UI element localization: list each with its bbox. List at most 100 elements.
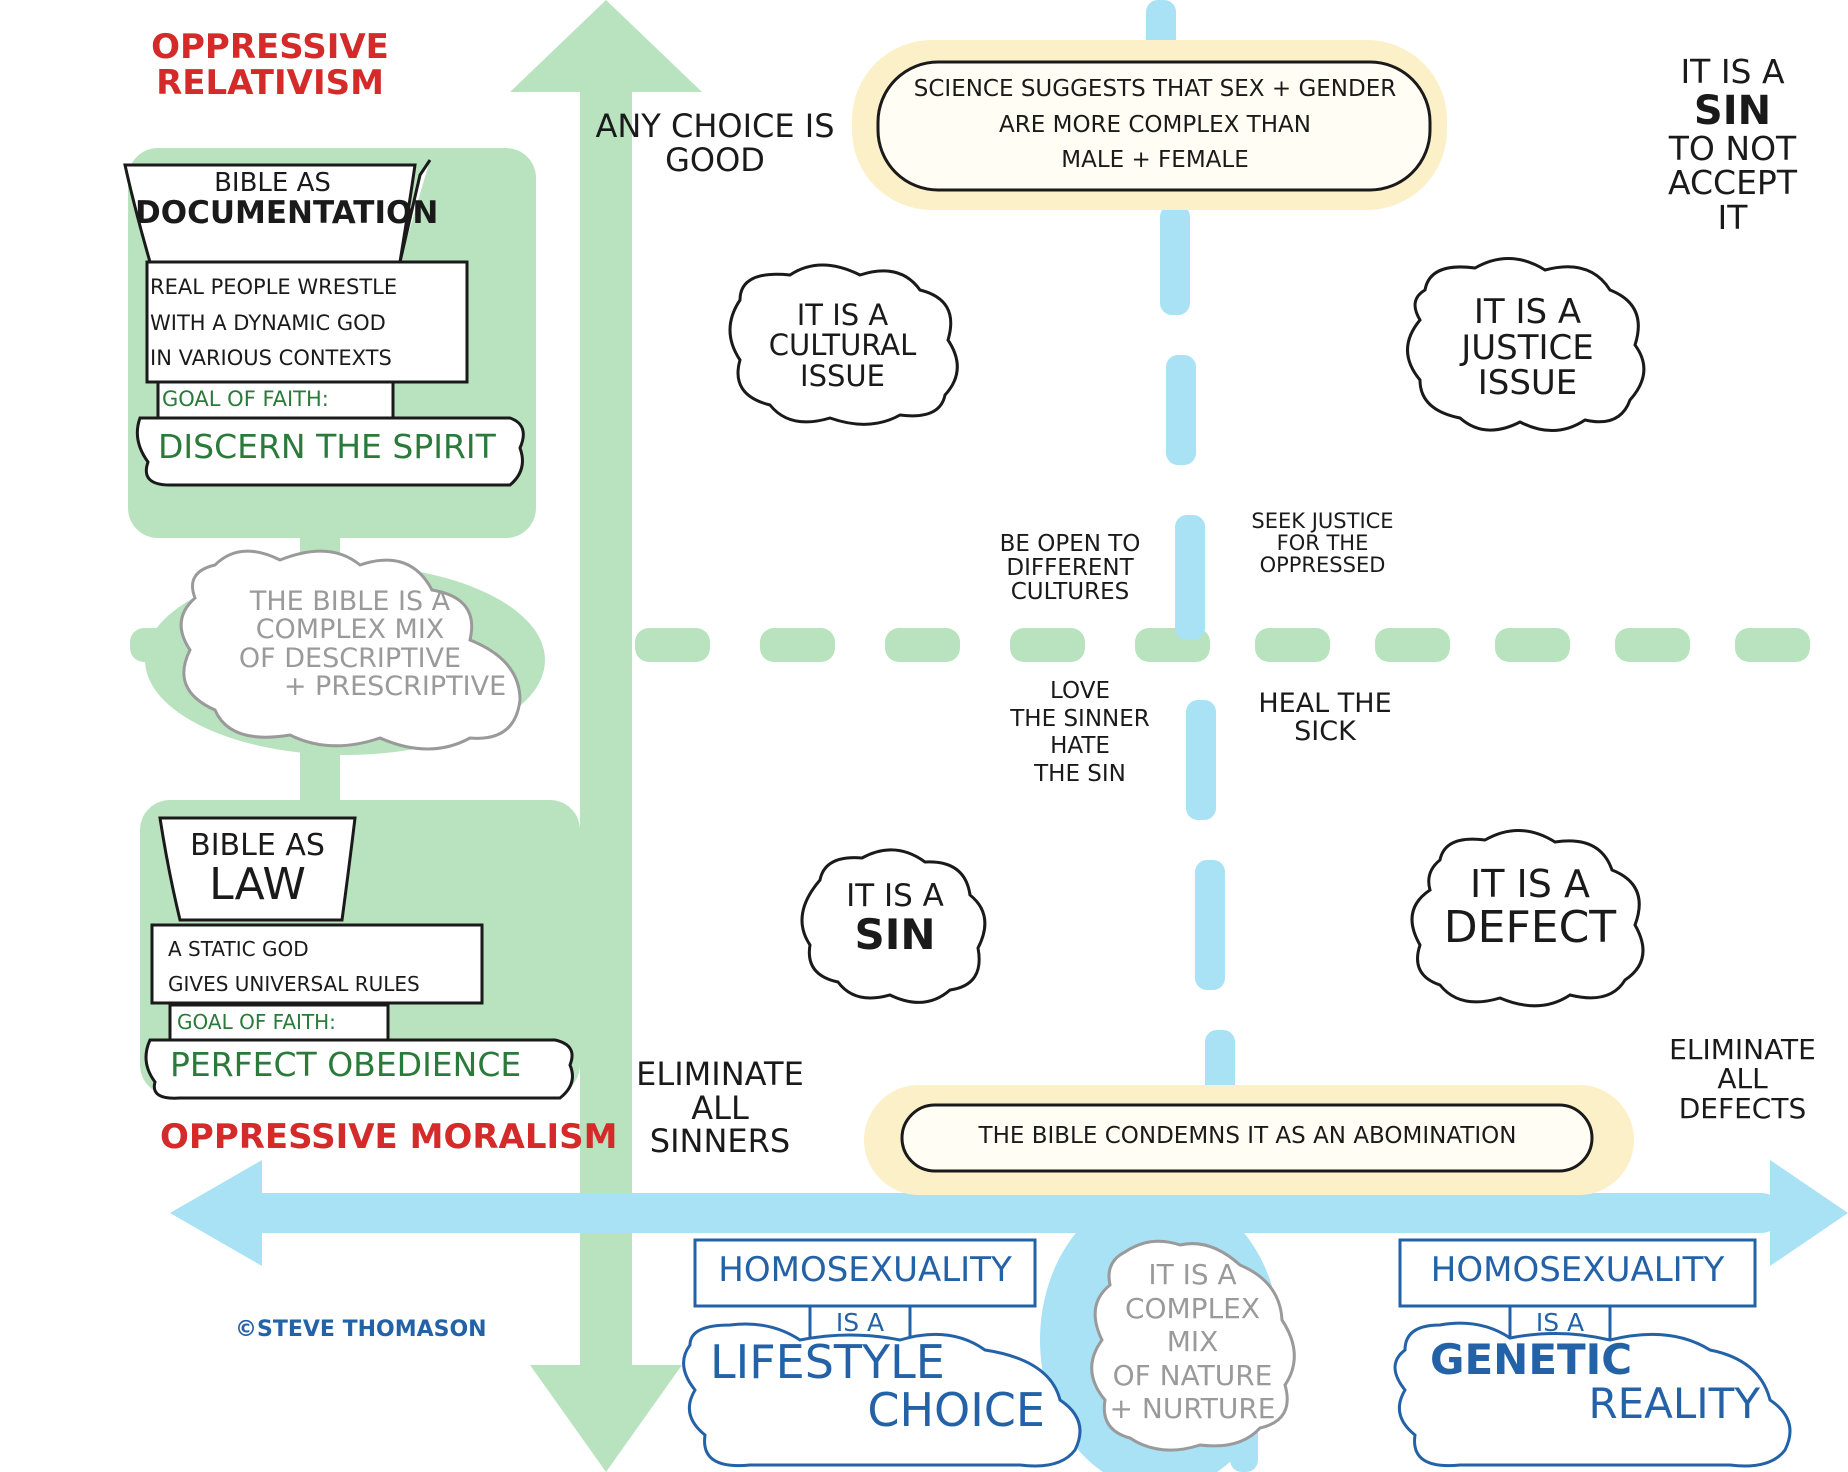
mix-line-2: COMPLEX MIX: [255, 614, 445, 646]
mix-line-1: THE BIBLE IS A: [249, 586, 451, 617]
discern-the-spirit: DISCERN THE SPIRIT: [158, 427, 496, 466]
bottom-banner-outline: [900, 1103, 1594, 1173]
oppressive-relativism-label: OPPRESSIVE RELATIVISM: [125, 27, 415, 103]
not-accept-line-5: IT: [1717, 197, 1748, 237]
defect-line-2: DEFECT: [1443, 901, 1617, 953]
any-choice-line-2: GOOD: [665, 140, 765, 179]
defect-text: IT IS A DEFECT: [1430, 864, 1630, 953]
open-line-1: BE OPEN TO: [999, 531, 1141, 557]
law-desc-2: GIVES UNIVERSAL RULES: [168, 972, 420, 996]
cultural-line-2: CULTURAL: [768, 328, 917, 363]
genetic-group: [1393, 1238, 1792, 1468]
sinners-line-2: ALL: [691, 1088, 749, 1127]
defects-line-1: ELIMINATE: [1669, 1033, 1816, 1066]
heal-the-sick-text: HEAL THE SICK: [1240, 688, 1410, 748]
science-line-3: MALE + FEMALE: [1061, 147, 1249, 174]
be-open-text: BE OPEN TO DIFFERENT CULTURES: [975, 531, 1165, 606]
left-homosexuality-label: HOMOSEXUALITY: [718, 1250, 1012, 1290]
nature-line-1: IT IS A: [1148, 1258, 1237, 1291]
bible-as-documentation-title: BIBLE AS DOCUMENTATION: [135, 168, 439, 232]
heal-line-2: SICK: [1294, 716, 1356, 748]
relativism-line-1: OPPRESSIVE: [151, 27, 389, 67]
left-is-a-label: IS A: [835, 1308, 885, 1337]
law-description: A STATIC GOD GIVES UNIVERSAL RULES: [168, 932, 478, 1002]
doc-title-small: BIBLE AS: [214, 168, 331, 198]
justice-line-2: JUSTICE: [1461, 327, 1594, 368]
documentation-description: REAL PEOPLE WRESTLE WITH A DYNAMIC GOD I…: [150, 270, 465, 377]
seek-line-3: OPPRESSED: [1259, 553, 1386, 578]
relativism-line-2: RELATIVISM: [156, 62, 384, 103]
vertical-axis: [510, 0, 702, 1472]
seek-justice-text: SEEK JUSTICE FOR THE OPPRESSED: [1235, 510, 1410, 576]
sin-line-1: IT IS A: [846, 878, 944, 914]
seek-line-2: FOR THE: [1276, 531, 1369, 556]
not-accept-line-3: TO NOT: [1668, 128, 1797, 168]
doc-goal-label: GOAL OF FAITH:: [162, 387, 329, 411]
not-accept-line-1: IT IS A: [1680, 52, 1785, 91]
any-choice-is-good: ANY CHOICE IS GOOD: [585, 107, 845, 179]
law-title-small: BIBLE AS: [190, 828, 325, 863]
right-homosexuality-label: HOMOSEXUALITY: [1430, 1250, 1725, 1290]
doc-desc-2: WITH A DYNAMIC GOD: [150, 310, 386, 335]
genetic-line-1: GENETIC: [1430, 1335, 1633, 1384]
top-bible-box: [123, 159, 525, 487]
science-line-1: SCIENCE SUGGESTS THAT SEX + GENDER: [913, 76, 1397, 102]
law-goal-label: GOAL OF FAITH:: [177, 1010, 336, 1034]
law-desc-1: A STATIC GOD: [168, 937, 309, 961]
bottom-bible-box: [144, 816, 574, 1100]
open-line-3: CULTURES: [1010, 579, 1130, 606]
law-title-big: LAW: [209, 858, 306, 910]
justice-issue-cloud: [1406, 257, 1646, 432]
cultural-line-1: IT IS A: [796, 298, 889, 332]
copyright-credit: ©STEVE THOMASON: [235, 1317, 487, 1342]
top-banner-outline: [876, 60, 1432, 192]
perfect-obedience: PERFECT OBEDIENCE: [170, 1045, 522, 1084]
lifestyle-line-1: LIFESTYLE: [710, 1335, 945, 1389]
sin-cloud: [800, 848, 987, 1004]
descriptive-prescriptive-cloud: [179, 549, 522, 751]
mix-line-4: + PRESCRIPTIVE: [283, 671, 507, 703]
lifestyle-line-2: CHOICE: [867, 1383, 1045, 1438]
nature-nurture-text: IT IS A COMPLEX MIX OF NATURE + NURTURE: [1100, 1258, 1285, 1426]
oppressive-moralism-label: OPPRESSIVE MORALISM: [160, 1117, 618, 1157]
bible-condemns-text: THE BIBLE CONDEMNS IT AS AN ABOMINATION: [978, 1123, 1517, 1149]
love-line-3: HATE: [1050, 733, 1110, 760]
sin-to-not-accept: IT IS A SIN TO NOT ACCEPT IT: [1645, 52, 1820, 237]
sinners-line-3: SINNERS: [649, 1122, 791, 1161]
open-line-2: DIFFERENT: [1006, 555, 1134, 582]
lifestyle-choice-text: LIFESTYLE CHOICE: [690, 1338, 1070, 1435]
cultural-issue-text: IT IS A CULTURAL ISSUE: [735, 298, 950, 393]
cultural-line-3: ISSUE: [800, 358, 885, 393]
cultural-issue-cloud: [728, 263, 959, 426]
eliminate-all-defects: ELIMINATE ALL DEFECTS: [1650, 1033, 1835, 1124]
defect-cloud: [1410, 829, 1645, 1008]
complex-mix-text: THE BIBLE IS A COMPLEX MIX OF DESCRIPTIV…: [190, 586, 510, 703]
right-is-a-label: IS A: [1535, 1308, 1585, 1337]
sin-text: IT IS A SIN: [815, 880, 975, 957]
heal-line-1: HEAL THE: [1258, 688, 1392, 719]
doc-desc-3: IN VARIOUS CONTEXTS: [150, 346, 392, 371]
justice-line-1: IT IS A: [1473, 292, 1582, 332]
science-line-2: ARE MORE COMPLEX THAN: [999, 111, 1311, 138]
lifestyle-group: [682, 1238, 1082, 1468]
love-line-4: THE SIN: [1034, 760, 1126, 787]
seek-line-1: SEEK JUSTICE: [1251, 509, 1394, 533]
sin-line-2: SIN: [854, 909, 936, 959]
nature-line-3: OF NATURE: [1112, 1358, 1273, 1392]
doc-desc-1: REAL PEOPLE WRESTLE: [150, 275, 398, 299]
love-line-1: LOVE: [1050, 678, 1110, 704]
nature-nurture-cloud: [1090, 1239, 1296, 1452]
defects-line-2: ALL: [1717, 1062, 1768, 1096]
bible-as-law-title: BIBLE AS LAW: [165, 830, 350, 908]
nature-line-4: + NURTURE: [1109, 1392, 1276, 1426]
doc-title-big: DOCUMENTATION: [135, 195, 439, 232]
genetic-line-2: REALITY: [1588, 1379, 1760, 1429]
justice-line-3: ISSUE: [1477, 363, 1578, 404]
not-accept-line-4: ACCEPT: [1668, 163, 1797, 203]
nature-line-2: COMPLEX MIX: [1124, 1291, 1261, 1359]
any-choice-line-1: ANY CHOICE IS: [595, 107, 835, 145]
justice-issue-text: IT IS A JUSTICE ISSUE: [1420, 292, 1635, 404]
eliminate-all-sinners: ELIMINATE ALL SINNERS: [630, 1057, 810, 1161]
not-accept-line-2: SIN: [1693, 87, 1772, 134]
